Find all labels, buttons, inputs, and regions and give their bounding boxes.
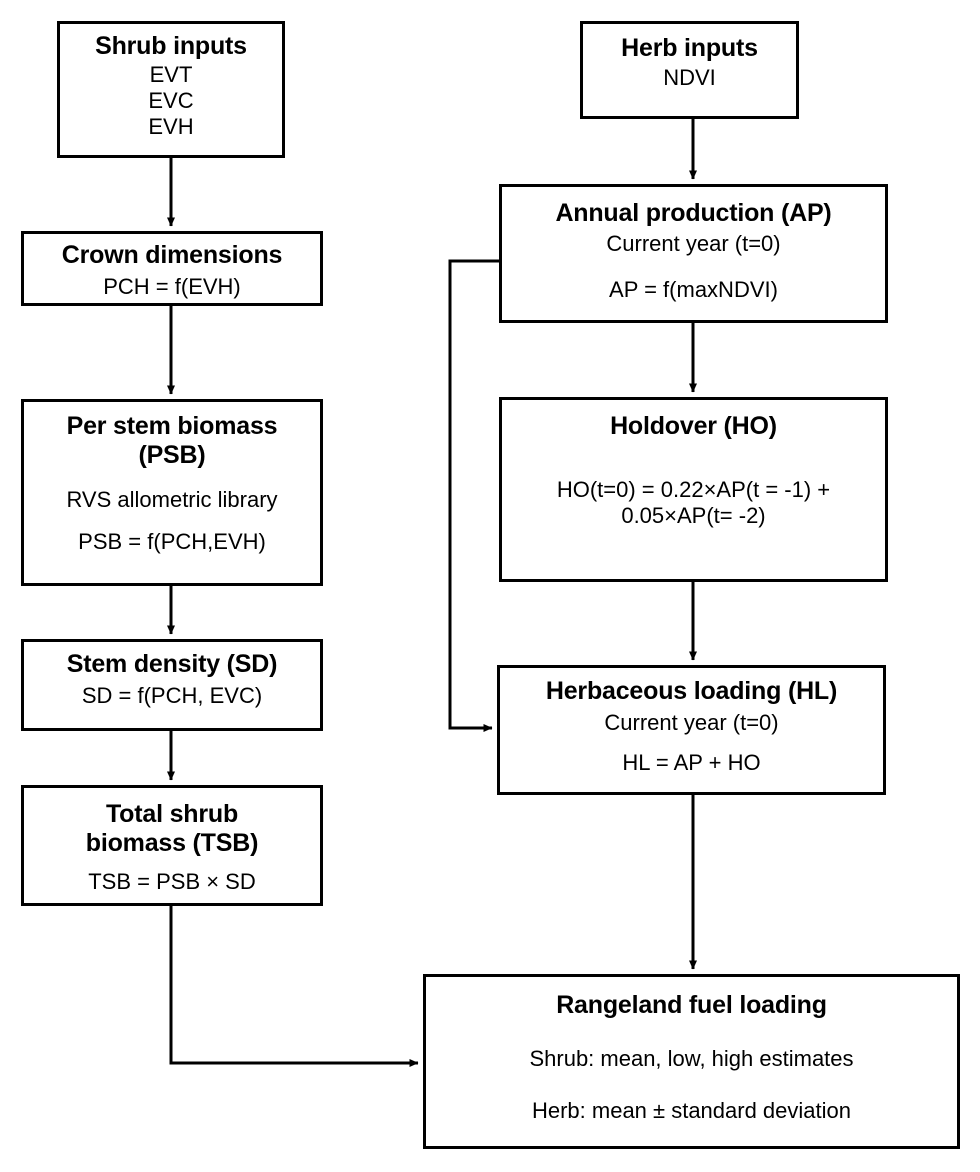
node-herb-inputs-items: NDVI: [663, 64, 716, 90]
edge-annual-production-to-herbaceous-loading: [448, 259, 499, 732]
node-herbaceous-loading-formula: HL = AP + HO: [622, 749, 761, 775]
node-stem-density: Stem density (SD) SD = f(PCH, EVC): [21, 639, 323, 731]
node-shrub-inputs-title: Shrub inputs: [95, 32, 247, 60]
node-holdover: Holdover (HO) HO(t=0) = 0.22×AP(t = -1) …: [499, 397, 888, 582]
edge-total-shrub-biomass-to-rangeland-fuel-loading: [169, 906, 419, 1067]
node-herb-inputs: Herb inputs NDVI: [580, 21, 799, 119]
node-herbaceous-loading-note: Current year (t=0): [604, 709, 779, 735]
node-shrub-inputs-items: EVT EVC EVH: [148, 61, 194, 140]
node-rangeland-fuel-loading-shrub-line: Shrub: mean, low, high estimates: [529, 1045, 854, 1071]
node-holdover-formula: HO(t=0) = 0.22×AP(t = -1) + 0.05×AP(t= -…: [556, 476, 831, 528]
node-crown-dimensions-title: Crown dimensions: [61, 241, 283, 269]
node-per-stem-biomass-formula: PSB = f(PCH,EVH): [78, 529, 266, 555]
node-total-shrub-biomass-title: Total shrub biomass (TSB): [85, 800, 259, 857]
node-total-shrub-biomass-formula: TSB = PSB × SD: [88, 869, 256, 894]
node-per-stem-biomass-title: Per stem biomass (PSB): [66, 412, 278, 469]
node-per-stem-biomass: Per stem biomass (PSB) RVS allometric li…: [21, 399, 323, 586]
node-rangeland-fuel-loading-herb-line: Herb: mean ± standard deviation: [531, 1097, 852, 1123]
node-shrub-inputs: Shrub inputs EVT EVC EVH: [57, 21, 285, 158]
node-crown-dimensions-formula: PCH = f(EVH): [103, 273, 241, 299]
node-rangeland-fuel-loading-title: Rangeland fuel loading: [556, 991, 827, 1019]
node-herbaceous-loading-title: Herbaceous loading (HL): [545, 677, 838, 705]
node-annual-production: Annual production (AP) Current year (t=0…: [499, 184, 888, 323]
node-crown-dimensions: Crown dimensions PCH = f(EVH): [21, 231, 323, 306]
node-rangeland-fuel-loading: Rangeland fuel loading Shrub: mean, low,…: [423, 974, 960, 1149]
node-annual-production-formula: AP = f(maxNDVI): [609, 276, 778, 302]
node-herbaceous-loading: Herbaceous loading (HL) Current year (t=…: [497, 665, 886, 795]
node-per-stem-biomass-note: RVS allometric library: [66, 487, 278, 512]
node-holdover-title: Holdover (HO): [610, 412, 777, 440]
node-herb-inputs-title: Herb inputs: [621, 34, 758, 62]
node-stem-density-formula: SD = f(PCH, EVC): [81, 682, 263, 708]
node-total-shrub-biomass: Total shrub biomass (TSB) TSB = PSB × SD: [21, 785, 323, 906]
node-annual-production-note: Current year (t=0): [606, 230, 781, 256]
node-stem-density-title: Stem density (SD): [66, 650, 278, 678]
node-annual-production-title: Annual production (AP): [555, 199, 832, 227]
